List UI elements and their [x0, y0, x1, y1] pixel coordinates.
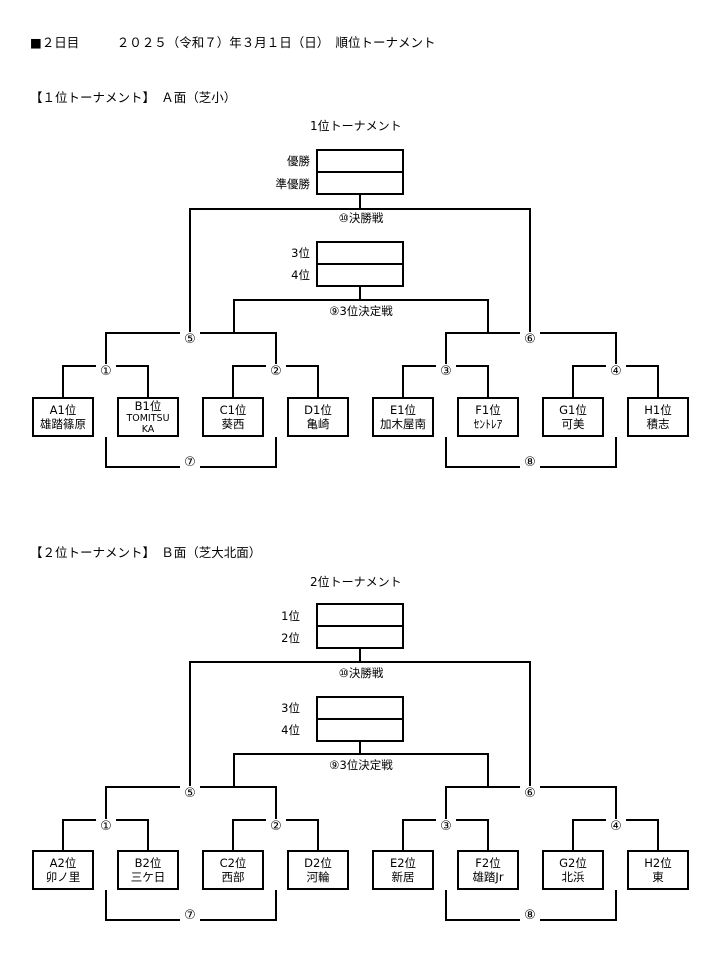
third-place-match-label: ⑨3位決定戦 [316, 303, 406, 319]
team-box: G1位可美 [542, 397, 604, 437]
result-label-2nd: 2位 [281, 631, 300, 645]
result-label-4th: 4位 [291, 268, 310, 282]
result-label-2nd: 準優勝 [275, 177, 311, 191]
team-box: E2位新居 [372, 850, 434, 890]
match-number: ⑥ [520, 786, 540, 802]
bracket-line [233, 753, 489, 787]
final-match-label: ⑩決勝戦 [316, 210, 406, 226]
match-number: ⑧ [520, 455, 540, 471]
match-number: ③ [436, 364, 456, 380]
team-box: F2位雄踏Jr [457, 850, 519, 890]
team-box: C1位葵西 [202, 397, 264, 437]
team-box: D2位河輪 [287, 850, 349, 890]
third-place-match-label: ⑨3位決定戦 [316, 757, 406, 773]
section-label: 【２位トーナメント】 Ｂ面（芝大北面） [30, 545, 262, 560]
result-label-1st: 1位 [281, 609, 300, 623]
team-box: D1位亀崎 [287, 397, 349, 437]
bracket-line [189, 661, 531, 787]
match-number: ④ [606, 819, 626, 835]
match-number: ③ [436, 819, 456, 835]
team-box: A2位卯ノ里 [32, 850, 94, 890]
team-box: G2位北浜 [542, 850, 604, 890]
section-label: 【１位トーナメント】 Ａ面（芝小） [30, 90, 237, 105]
bracket-line [189, 208, 531, 333]
match-number: ② [266, 819, 286, 835]
bracket-title: 2位トーナメント [310, 575, 402, 589]
match-number: ① [96, 819, 116, 835]
result-label-1st: 優勝 [287, 154, 310, 168]
team-box: E1位加木屋南 [372, 397, 434, 437]
result-label-3rd: 3位 [291, 246, 310, 260]
team-box: H2位東 [627, 850, 689, 890]
team-box: B2位三ケ日 [117, 850, 179, 890]
team-box: F1位ｾﾝﾄﾚｱ [457, 397, 519, 437]
team-box: C2位西部 [202, 850, 264, 890]
bracket-line [233, 299, 489, 333]
final-match-label: ⑩決勝戦 [316, 665, 406, 681]
result-label-3rd: 3位 [281, 701, 300, 715]
result-label-4th: 4位 [281, 723, 300, 737]
team-box: H1位積志 [627, 397, 689, 437]
match-number: ⑦ [180, 455, 200, 471]
match-number: ⑤ [180, 332, 200, 348]
team-box: A1位雄踏篠原 [32, 397, 94, 437]
match-number: ⑧ [520, 908, 540, 924]
page-header: ■２日目 ２０２５（令和７）年３月１日（日） 順位トーナメント [30, 35, 436, 50]
match-number: ④ [606, 364, 626, 380]
match-number: ② [266, 364, 286, 380]
match-number: ⑤ [180, 786, 200, 802]
match-number: ⑦ [180, 908, 200, 924]
bracket-title: 1位トーナメント [310, 119, 402, 133]
match-number: ① [96, 364, 116, 380]
match-number: ⑥ [520, 332, 540, 348]
